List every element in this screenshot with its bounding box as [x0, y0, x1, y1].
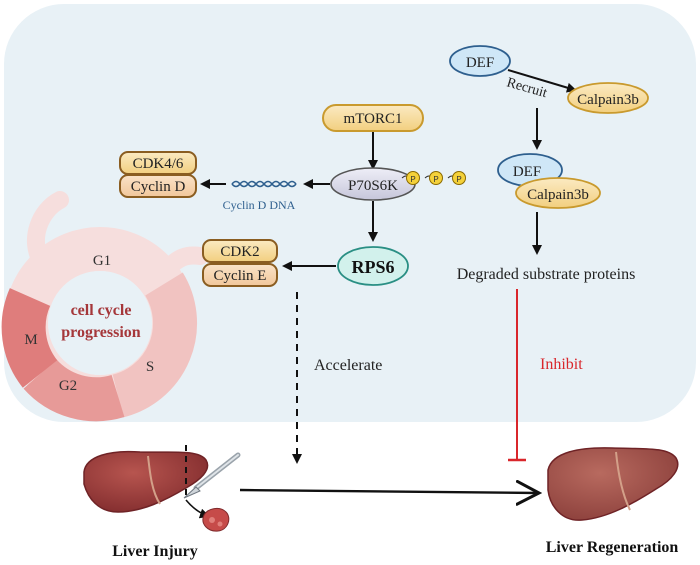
phospho-groups — [401, 171, 466, 185]
liver-regeneration-label: Liver Regeneration — [546, 539, 679, 556]
cdk2-label: CDK2 — [220, 244, 259, 260]
regenerated-liver-icon — [547, 447, 679, 521]
cdk46-label: CDK4/6 — [133, 156, 184, 172]
def-top-label: DEF — [466, 55, 494, 71]
regeneration-arrow — [239, 490, 538, 493]
dna-helix-icon — [231, 180, 297, 188]
cyclin-d-node — [119, 174, 197, 198]
cdk2-node — [202, 239, 278, 263]
phase-s-label: S — [146, 359, 154, 375]
cell-cycle-center-line1: cell cycle — [71, 302, 132, 319]
calpain-complex-node — [515, 177, 601, 209]
mtorc1-label: mTORC1 — [344, 111, 403, 127]
mtorc1-node — [322, 104, 424, 132]
cyclin-d-dna-label: Cyclin D DNA — [223, 198, 296, 212]
calpain-top-label: Calpain3b — [577, 92, 639, 108]
calpain-complex-label: Calpain3b — [527, 187, 589, 203]
def-top-node — [449, 45, 511, 77]
cell-cycle-center-line2: progression — [61, 324, 141, 341]
degraded-substrate-label: Degraded substrate proteins — [457, 266, 636, 283]
accelerate-label: Accelerate — [314, 357, 382, 374]
phospho-label-1: P — [410, 175, 415, 184]
cell-cycle-ring — [1, 191, 209, 422]
phase-g2-label: G2 — [59, 378, 77, 394]
scalpel-icon — [183, 452, 241, 499]
injured-liver-icon — [83, 445, 230, 532]
phase-g1-label: G1 — [93, 253, 111, 269]
rps6-node — [337, 246, 409, 286]
arrow-recruit — [507, 69, 577, 93]
cyclin-e-node — [202, 263, 278, 287]
p70s6k-label: P70S6K — [348, 178, 398, 194]
cyclin-e-label: Cyclin E — [214, 268, 267, 284]
rps6-label: RPS6 — [351, 257, 394, 277]
phase-m-label: M — [24, 332, 37, 348]
liver-injury-label: Liver Injury — [112, 543, 197, 560]
phospho-label-3: P — [456, 175, 461, 184]
phospho-label-2: P — [433, 175, 438, 184]
def-complex-label: DEF — [513, 164, 541, 180]
calpain-top-node — [567, 82, 649, 114]
cyclin-d-label: Cyclin D — [131, 179, 186, 195]
inhibit-label: Inhibit — [540, 356, 583, 373]
